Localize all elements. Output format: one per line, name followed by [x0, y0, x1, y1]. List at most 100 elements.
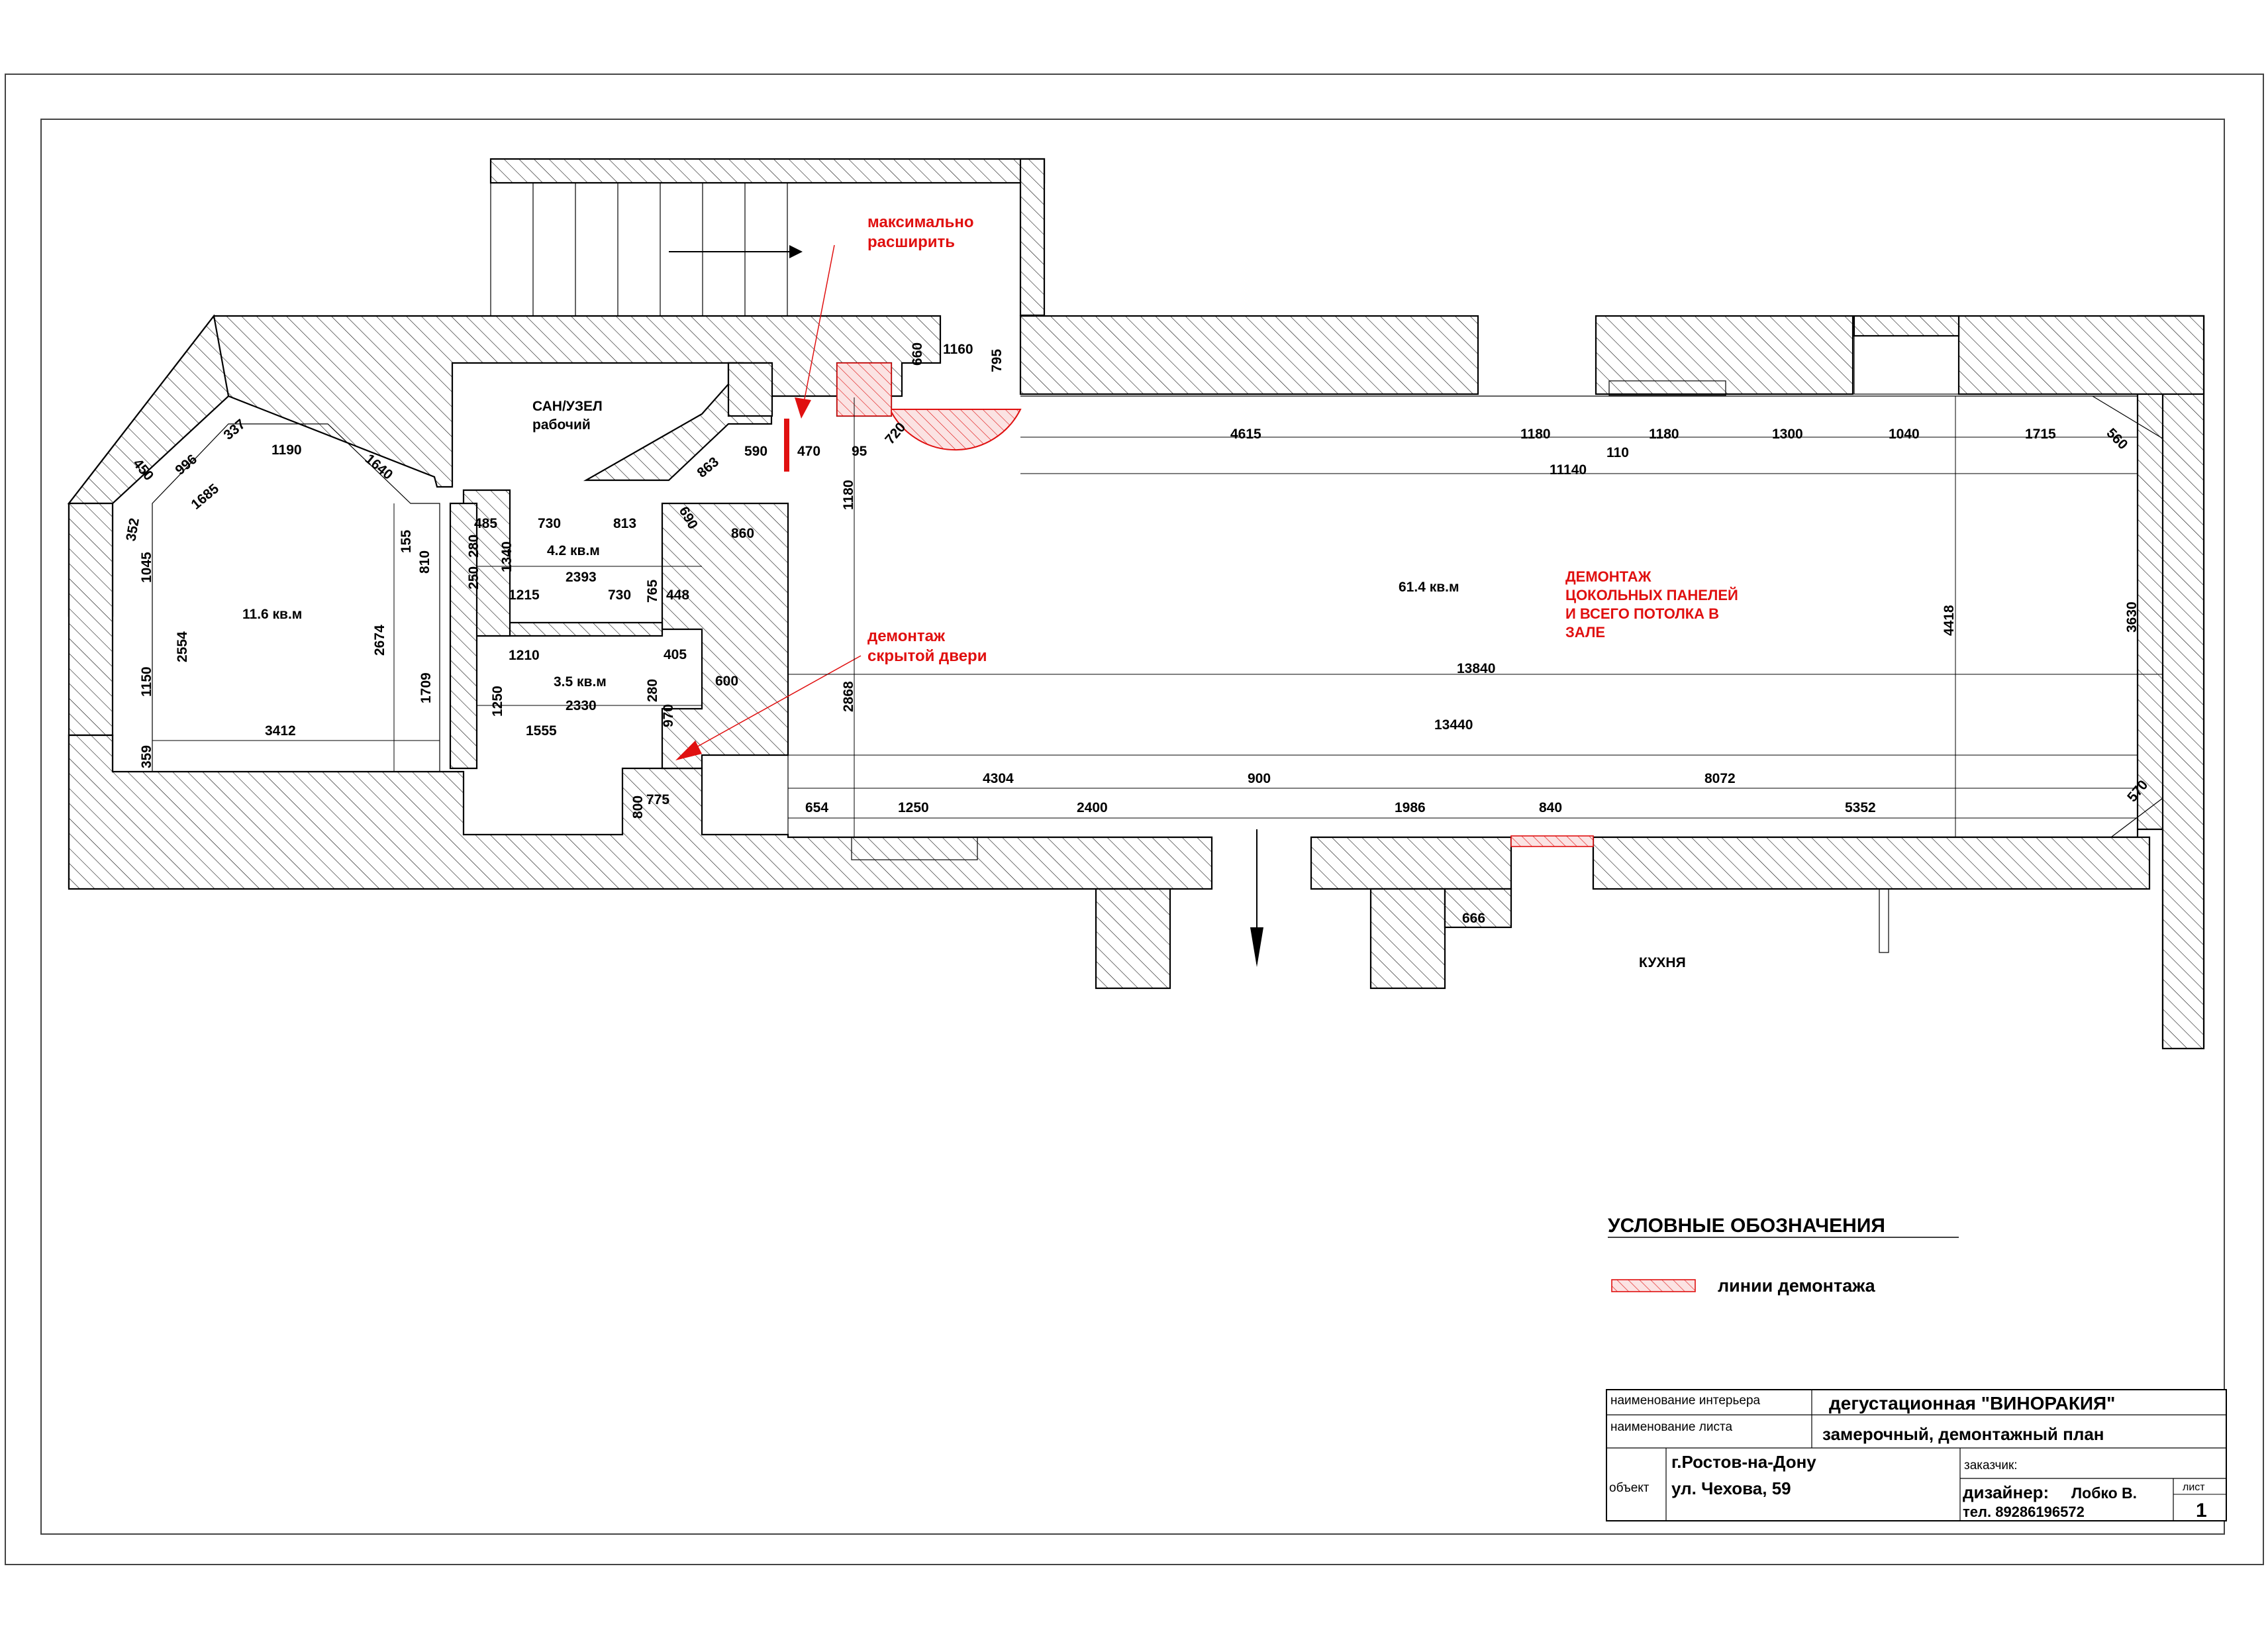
room-3-5-area: 3.5 кв.м — [554, 674, 607, 690]
bottom-left-wall — [68, 734, 1213, 890]
hall-top-wall-1 — [1019, 315, 1479, 395]
legend: УСЛОВНЫЕ ОБОЗНАЧЕНИЯ линии демонтажа — [1608, 1215, 1959, 1296]
dim-813: 813 — [613, 516, 636, 531]
dim-13840: 13840 — [1457, 661, 1495, 676]
object-city: г.Ростов-на-Дону — [1671, 1452, 1816, 1472]
hall-outline — [152, 183, 2163, 967]
title-block: наименование интерьера дегустационная "В… — [1606, 1389, 2227, 1521]
designer-label: дизайнер: — [1963, 1482, 2049, 1502]
note-dismantle-3: И ВСЕГО ПОТОЛКА В — [1565, 605, 1719, 622]
dim-359: 359 — [139, 745, 154, 768]
dim-2868: 2868 — [841, 681, 856, 712]
dim-1340: 1340 — [499, 541, 515, 572]
legend-title: УСЛОВНЫЕ ОБОЗНАЧЕНИЯ — [1608, 1215, 1885, 1237]
dim-810: 810 — [417, 550, 432, 574]
room-11-6-area: 11.6 кв.м — [242, 607, 302, 622]
dim-900: 900 — [1248, 771, 1271, 786]
dim-448: 448 — [666, 588, 689, 603]
stair-top-wall — [489, 158, 1046, 184]
label-object: объект — [1609, 1481, 1650, 1495]
dim-800: 800 — [630, 796, 646, 819]
dim-8072: 8072 — [1704, 771, 1736, 786]
legend-demolition-label: линии демонтажа — [1718, 1276, 1876, 1296]
left-wall-upper — [68, 502, 114, 737]
kitchen-post — [1879, 888, 1889, 953]
interior-name: дегустационная "ВИНОРАКИЯ" — [1829, 1393, 2115, 1414]
walls — [67, 158, 2205, 1050]
dim-765: 765 — [645, 580, 660, 603]
dim-666: 666 — [1462, 911, 1485, 926]
dim-996: 996 — [172, 452, 200, 478]
hall-top-wall-2 — [1595, 315, 1854, 395]
note-hidden-door-1: демонтаж — [867, 627, 946, 645]
room-wc-label-2: рабочий — [532, 417, 591, 433]
dim-3412: 3412 — [265, 723, 296, 739]
dim-280-a: 280 — [466, 535, 481, 558]
dim-470: 470 — [797, 444, 820, 459]
dim-352: 352 — [123, 517, 142, 542]
note-widen-1: максимально — [867, 213, 974, 231]
dim-337: 337 — [221, 417, 248, 443]
list-number: 1 — [2196, 1500, 2207, 1521]
bottom-middle-wall — [1310, 836, 1512, 890]
dim-110: 110 — [1606, 445, 1629, 460]
dim-1045: 1045 — [139, 552, 154, 583]
inner-partition-right — [661, 502, 789, 770]
dim-155: 155 — [399, 530, 414, 553]
dim-863: 863 — [694, 454, 722, 481]
note-dismantle-4: ЗАЛЕ — [1565, 624, 1605, 641]
dim-2400: 2400 — [1077, 800, 1108, 815]
annotations-red: максимально расширить демонтаж скрытой д… — [867, 213, 1738, 665]
label-client: заказчик: — [1964, 1459, 2018, 1472]
dim-775: 775 — [646, 792, 669, 807]
label-interior-name: наименование интерьера — [1610, 1394, 1761, 1408]
dim-1180-a: 1180 — [1520, 427, 1551, 442]
dim-1300: 1300 — [1772, 427, 1803, 442]
dim-280-b: 280 — [645, 679, 660, 702]
dim-2674: 2674 — [372, 625, 387, 656]
note-dismantle-1: ДЕМОНТАЖ — [1565, 568, 1652, 585]
kitchen-column-2 — [1369, 888, 1446, 990]
bottom-right-wall — [1592, 836, 2151, 890]
dim-660: 660 — [910, 342, 925, 366]
kitchen-label: КУХНЯ — [1639, 955, 1686, 970]
note-widen-2: расширить — [867, 233, 955, 251]
hall-area: 61.4 кв.м — [1399, 580, 1459, 595]
demolition-marks — [675, 244, 1594, 847]
right-outer-wall — [2161, 315, 2205, 1050]
label-sheet-name: наименование листа — [1610, 1420, 1732, 1434]
door-demolition-line — [784, 419, 789, 472]
note-dismantle-2: ЦОКОЛЬНЫХ ПАНЕЛЕЙ — [1565, 587, 1738, 603]
outer-frame — [5, 74, 2264, 1565]
dim-1685: 1685 — [188, 481, 222, 513]
dim-1160: 1160 — [943, 342, 973, 357]
room-labels: САН/УЗЕЛ рабочий 11.6 кв.м 4.2 кв.м 3.5 … — [242, 399, 1686, 970]
dim-1040: 1040 — [1889, 427, 1920, 442]
dim-4615: 4615 — [1230, 427, 1261, 442]
room-wc-label-1: САН/УЗЕЛ — [532, 399, 603, 414]
sheet-name: замерочный, демонтажный план — [1822, 1424, 2104, 1444]
dim-1555: 1555 — [526, 723, 557, 739]
dim-970: 970 — [661, 704, 676, 727]
designer-name: Лобко В. — [2071, 1484, 2137, 1502]
dim-1180-b: 1180 — [1649, 427, 1679, 442]
wall-demolition-strip — [1510, 835, 1594, 847]
dim-1709: 1709 — [419, 672, 434, 703]
opening-demolition — [836, 362, 892, 417]
label-list: лист — [2183, 1482, 2205, 1493]
dim-4304: 4304 — [983, 771, 1014, 786]
note-hidden-door-2: скрытой двери — [867, 647, 987, 665]
dim-5352: 5352 — [1845, 800, 1876, 815]
room-4-2-area: 4.2 кв.м — [547, 543, 600, 558]
hall-top-wall-4 — [1853, 315, 1960, 337]
dim-1250: 1250 — [898, 800, 929, 815]
dim-730-a: 730 — [538, 516, 561, 531]
dim-2554: 2554 — [175, 631, 190, 662]
dim-590: 590 — [744, 444, 767, 459]
wc-small-pier — [727, 362, 773, 417]
dim-1215: 1215 — [509, 588, 540, 603]
dim-840: 840 — [1539, 800, 1562, 815]
inner-frame — [40, 119, 2225, 1535]
inner-wall-left-vertical — [449, 502, 478, 770]
